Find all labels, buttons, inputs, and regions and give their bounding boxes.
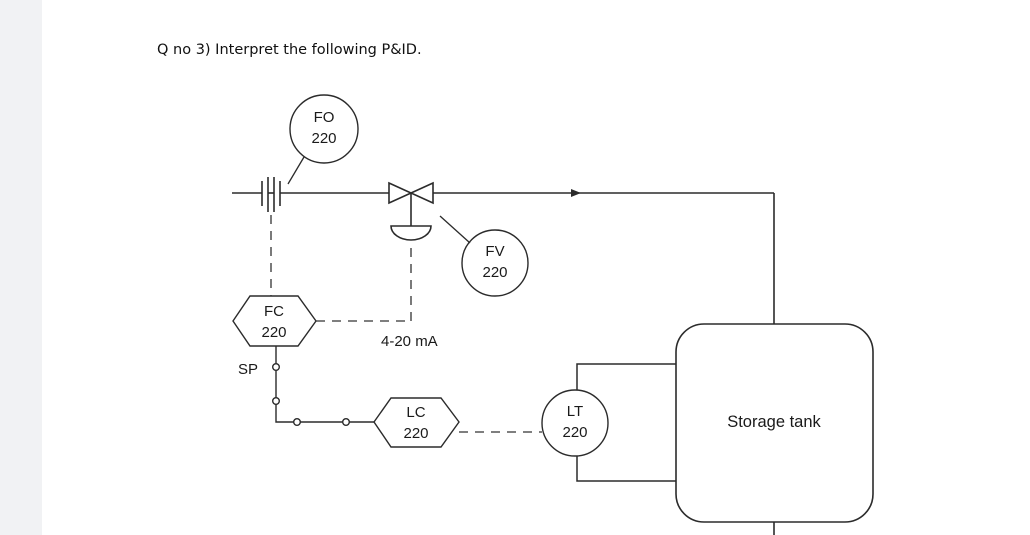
setpoint-label: SP	[238, 361, 258, 378]
fc-hexagon: FC 220	[232, 295, 317, 347]
control-valve	[388, 181, 434, 226]
storage-tank: Storage tank	[675, 323, 874, 523]
process-line	[232, 189, 775, 535]
lt-bubble: LT 220	[541, 389, 609, 457]
setpoint-line	[272, 346, 374, 427]
fo-number: 220	[311, 130, 336, 147]
signal-lines-dashed	[270, 215, 542, 433]
lc-hexagon: LC 220	[373, 397, 460, 448]
fo-bubble: FO 220	[289, 94, 359, 164]
fc-number: 220	[261, 324, 286, 341]
fv-bubble: FV 220	[461, 229, 529, 297]
fo-tag: FO	[314, 109, 335, 126]
lt-tank-connections	[576, 363, 676, 482]
fv-tag: FV	[485, 243, 504, 260]
lc-tag: LC	[406, 404, 425, 421]
fc-tag: FC	[264, 303, 284, 320]
signal-label: 4-20 mA	[381, 333, 438, 350]
lt-tag: LT	[567, 403, 583, 420]
valve-actuator	[390, 225, 432, 241]
lt-number: 220	[562, 424, 587, 441]
fv-number: 220	[482, 264, 507, 281]
fv-leader-line	[439, 215, 471, 244]
fo-leader-line	[287, 156, 305, 185]
orifice-plate	[261, 177, 281, 212]
tank-label: Storage tank	[727, 413, 821, 431]
question-text: Q no 3) Interpret the following P&ID.	[157, 42, 422, 58]
lc-number: 220	[403, 425, 428, 442]
